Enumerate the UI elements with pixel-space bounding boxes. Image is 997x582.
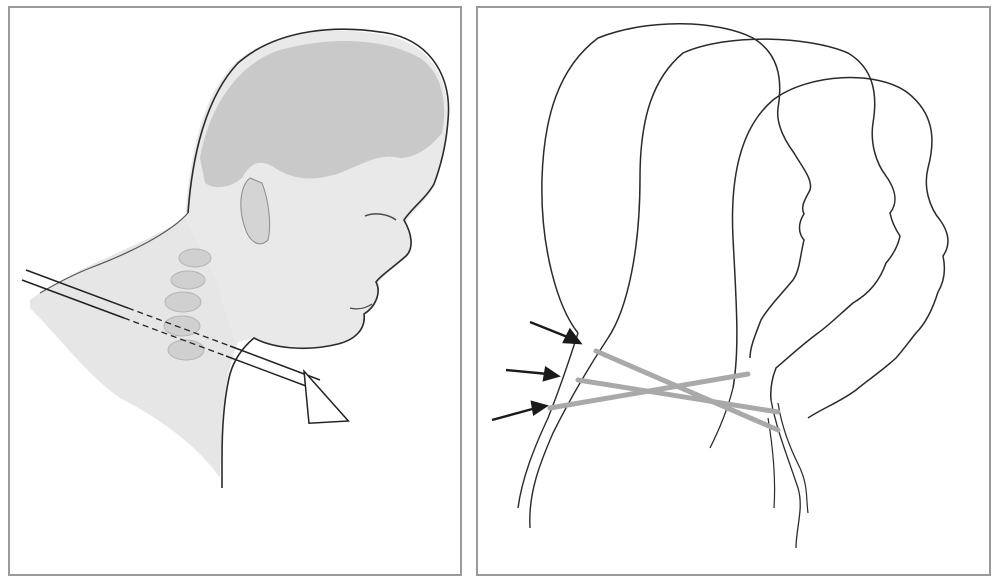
throat-line-2	[778, 403, 808, 513]
throat-line-3	[768, 418, 775, 508]
head-outlines-trajectory-illustration	[478, 8, 991, 576]
head-with-trajectory-illustration	[10, 8, 462, 576]
trajectory-lines	[550, 351, 778, 430]
entry-arrow-3	[492, 408, 536, 420]
left-illustration-panel	[8, 6, 462, 576]
head-outline-1	[542, 24, 811, 358]
head-outline-2	[608, 39, 900, 400]
throat-line-1	[771, 400, 800, 548]
entry-arrow-2	[506, 370, 548, 374]
right-illustration-panel	[476, 6, 991, 576]
head-outline-3	[732, 78, 947, 418]
back-neck-outline-3	[710, 388, 733, 448]
trajectory-line-1	[596, 351, 778, 430]
entry-arrow-1	[530, 322, 570, 338]
neck-outline-1	[518, 333, 578, 508]
